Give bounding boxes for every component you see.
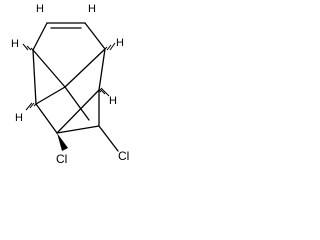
hash-h-lower-left (25, 102, 37, 111)
hash-h-lower-right (98, 87, 110, 97)
label-h-upper-left: H (11, 38, 19, 50)
label-cl-bottom: Cl (56, 152, 67, 166)
hash-h-upper-right (104, 42, 116, 51)
bond-c4-c7 (98, 48, 106, 91)
bond-c6-c8 (64, 86, 90, 121)
bond-c3-c4 (84, 22, 106, 50)
label-h-lower-right: H (109, 95, 117, 107)
hashed-bonds (22, 42, 116, 111)
bond-c4-c6 (64, 48, 106, 88)
bond-c5-c8 (35, 103, 58, 134)
bonds (32, 22, 119, 152)
bond-c9-c8 (56, 125, 100, 134)
bond-c1-c2 (32, 22, 48, 51)
bond-c5-c6 (35, 86, 66, 105)
label-h-upper-right: H (116, 37, 124, 49)
label-h-lower-left: H (15, 112, 23, 124)
hash-h-upper-left (22, 43, 34, 51)
label-h-top-right: H (88, 3, 96, 15)
bond-c2-c5 (32, 49, 37, 105)
label-cl-right: Cl (118, 149, 129, 163)
atom-labels: H H H H H H Cl Cl (11, 3, 129, 166)
bond-c2-c6 (32, 49, 66, 88)
bond-c9-cl (98, 125, 119, 152)
label-h-top-left: H (36, 3, 44, 15)
bond-c8-c7 (56, 89, 100, 134)
wedge-bond-cl-bottom (57, 133, 68, 151)
molecule-structure: H H H H H H Cl Cl (11, 3, 129, 166)
